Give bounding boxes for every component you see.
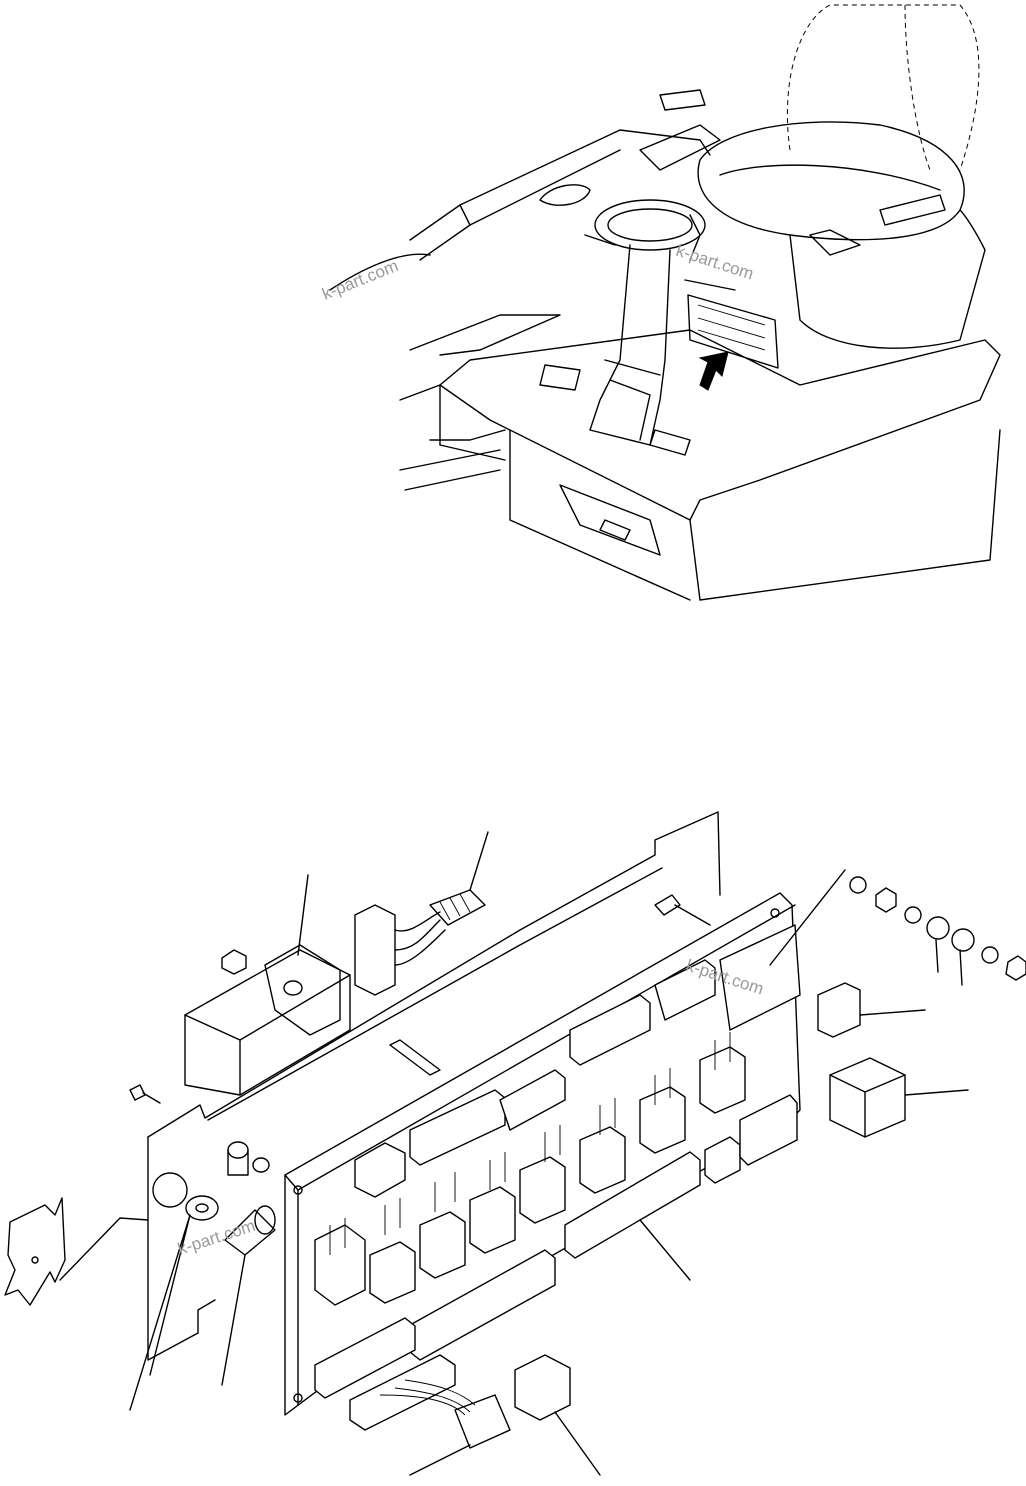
fuse-box-location bbox=[687, 294, 779, 369]
relay-array bbox=[314, 924, 801, 1399]
blade-fuse bbox=[817, 982, 861, 1038]
bolt bbox=[129, 1084, 161, 1104]
controller-box bbox=[184, 949, 351, 1096]
nut bbox=[221, 949, 247, 975]
relay bbox=[829, 1057, 906, 1138]
cab-overview bbox=[329, 4, 1001, 601]
watermark: k-part.com bbox=[674, 241, 756, 284]
bolt bbox=[224, 1209, 276, 1256]
screw bbox=[389, 1039, 441, 1076]
wire-harness-plug bbox=[429, 889, 486, 926]
label-sticker bbox=[4, 1197, 66, 1306]
connector bbox=[354, 904, 396, 996]
fuse-box-exploded bbox=[4, 811, 1026, 1476]
harness-connector bbox=[349, 1354, 456, 1431]
mounting-plate bbox=[147, 811, 721, 1138]
relay bbox=[514, 1354, 571, 1421]
washer bbox=[185, 1195, 219, 1221]
bolt bbox=[654, 894, 711, 926]
wire-harness-plug bbox=[454, 1394, 511, 1449]
nuts-washers bbox=[849, 876, 1026, 986]
watermark: k-part.com bbox=[319, 256, 401, 304]
arrow-icon bbox=[698, 351, 729, 391]
